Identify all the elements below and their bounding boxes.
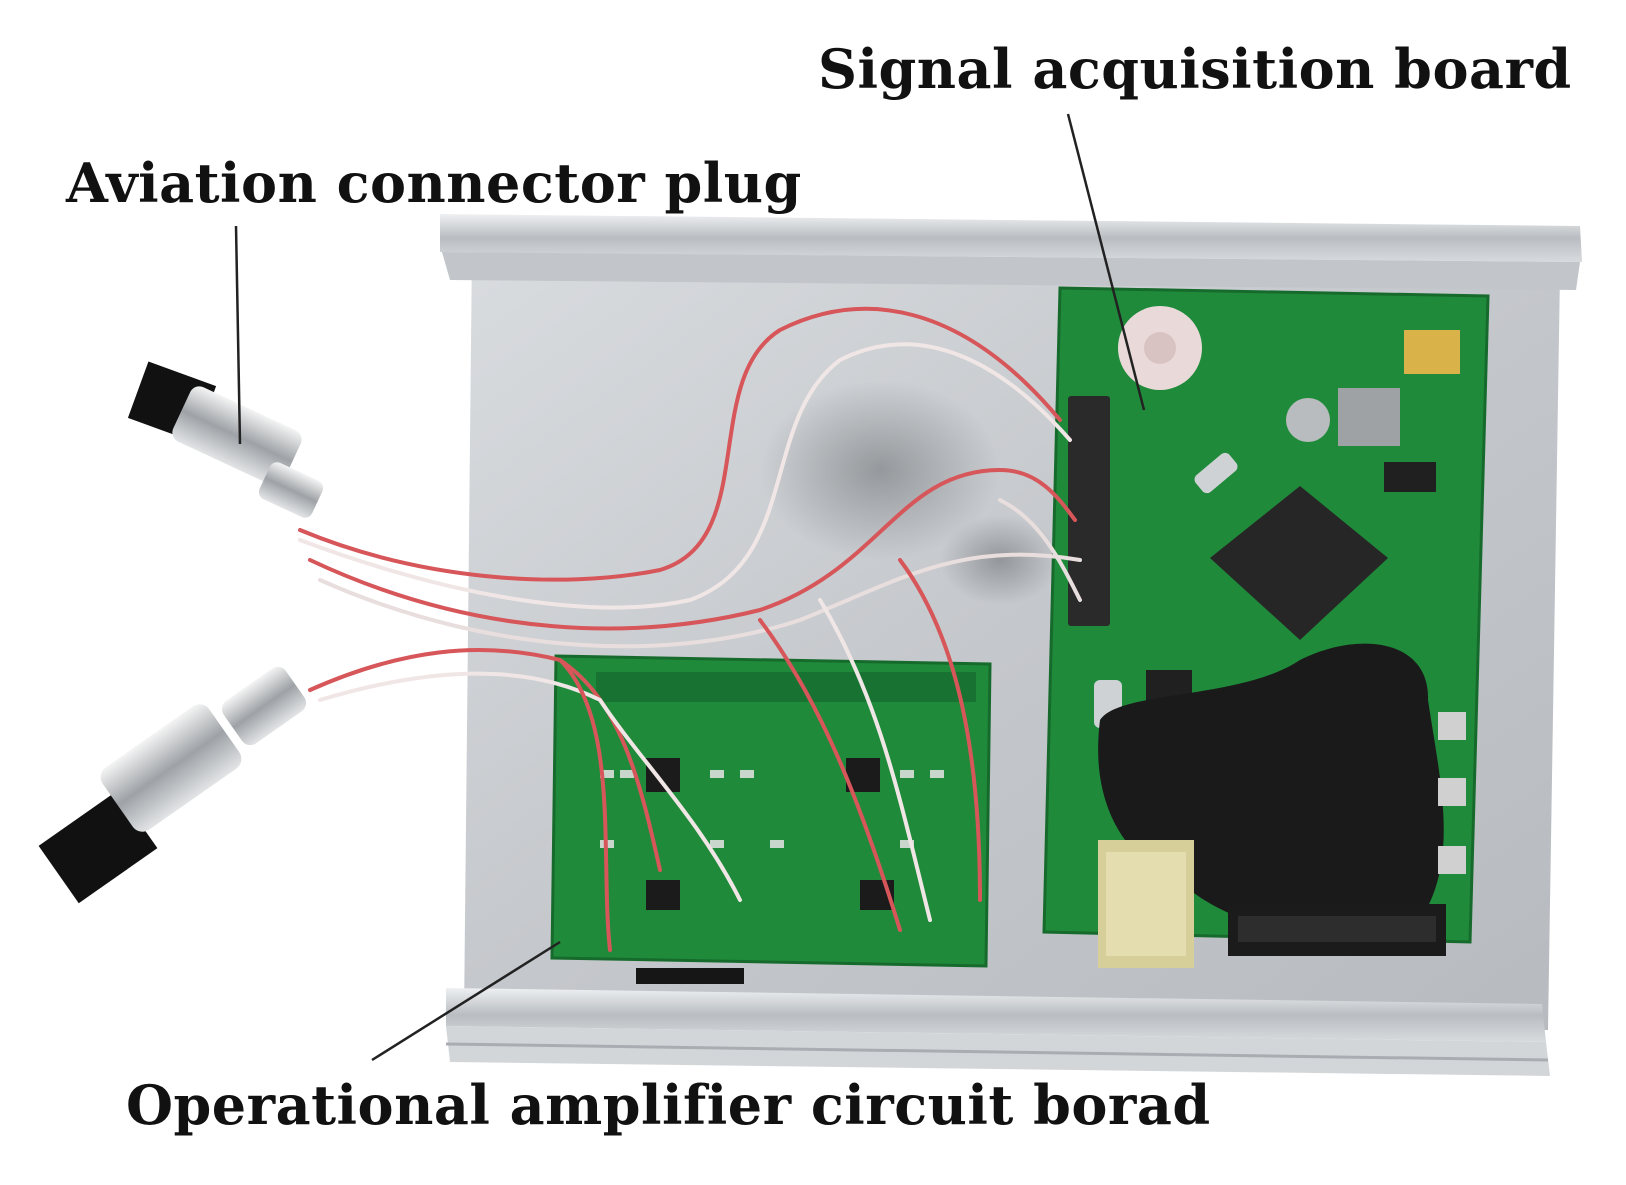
label-op-amp-circuit-board: Operational amplifier circuit borad: [126, 1073, 1211, 1137]
aviation-connector-upper: [127, 361, 324, 518]
label-aviation-connector-plug: Aviation connector plug: [66, 151, 802, 215]
wire-bundle: [298, 306, 1082, 952]
signal-acquisition-board: [1042, 286, 1490, 968]
leader-line-signal: [1066, 113, 1146, 411]
leader-line-aviation: [234, 225, 242, 445]
op-amp-board: [550, 654, 992, 984]
leader-lines: [234, 113, 1146, 1062]
label-signal-acquisition-board: Signal acquisition board: [818, 37, 1572, 101]
aviation-connector-lower: [38, 666, 307, 904]
leader-line-opamp: [371, 940, 561, 1062]
